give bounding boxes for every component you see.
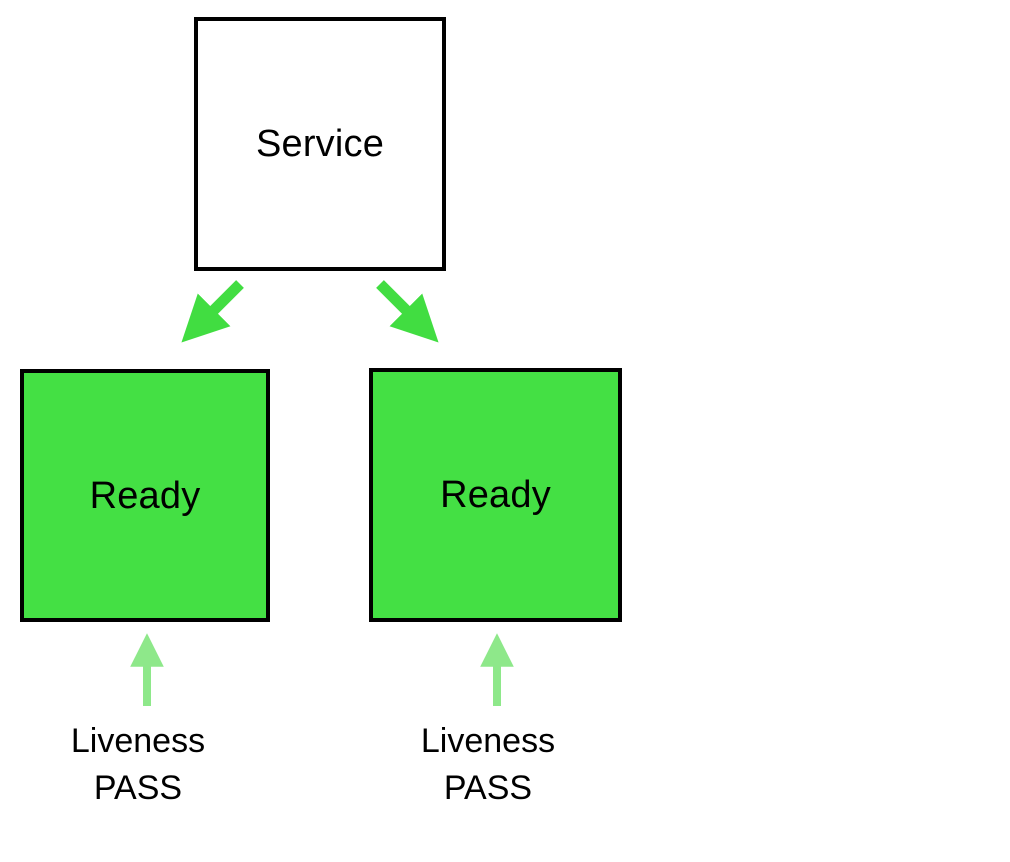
liveness-caption-right: Liveness PASS (368, 718, 608, 812)
node-ready-right[interactable]: Ready (369, 368, 622, 622)
liveness-caption-left: Liveness PASS (18, 718, 258, 812)
node-service-label: Service (255, 123, 385, 165)
node-ready-right-label: Ready (440, 474, 551, 516)
liveness-caption-left-line2: PASS (93, 768, 183, 807)
liveness-caption-right-line1: Liveness (420, 722, 556, 760)
arrow-service-to-ready-right (376, 280, 439, 343)
node-ready-left[interactable]: Ready (20, 369, 270, 622)
liveness-caption-right-line2: PASS (443, 768, 533, 807)
liveness-caption-left-line1: Liveness (70, 722, 206, 760)
arrow-service-to-ready-left (181, 280, 244, 343)
node-service[interactable]: Service (194, 17, 446, 271)
node-ready-left-label: Ready (89, 474, 201, 517)
